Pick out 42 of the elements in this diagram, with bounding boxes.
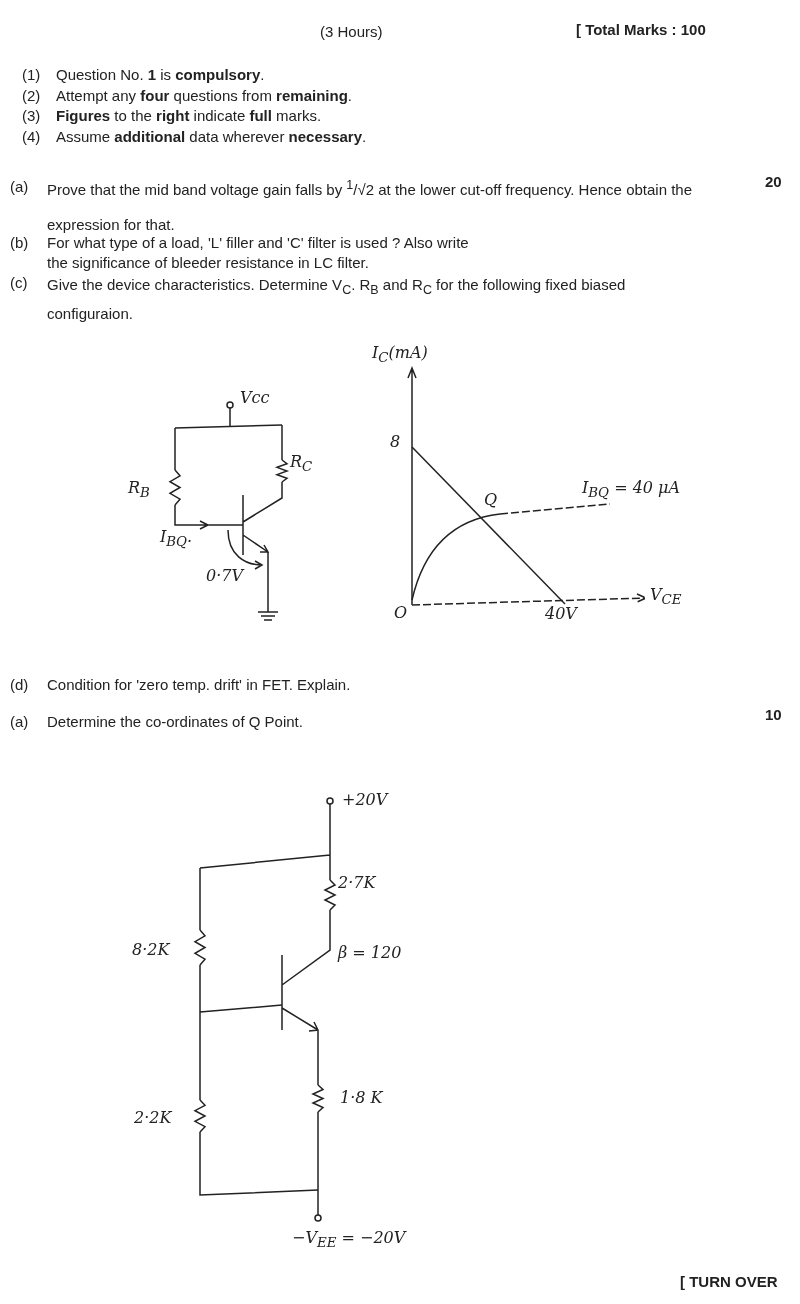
axis-label: V$_{CE}$ [650,585,682,610]
instruction-text: Assume additional data wherever necessary. [56,127,367,147]
voltage-label: Vcc [240,388,270,408]
instruction-text: Figures to the right indicate full marks. [56,106,322,126]
marks-value: 20 [765,172,782,192]
instruction-number: (3) [22,106,41,126]
instruction-text: Question No. 1 is compulsory. [56,65,265,85]
instruction-number: (1) [22,65,41,85]
footer-text: [ TURN OVER [680,1272,778,1292]
voltage-label: −V$_{EE}$ = −20V [292,1228,406,1253]
resistor-label: 2·7K [338,873,376,893]
resistor-label: R$_{C}$ [290,452,313,477]
header-text: (3 Hours) [320,22,383,42]
question-label: (d) [10,675,29,695]
marks-value: 10 [765,705,782,725]
axis-label: I$_{C}$(mA) [372,343,428,368]
question-text: Condition for 'zero temp. drift' in FET. Explain. [47,675,351,695]
tick-label: 40V [545,604,577,624]
question-text: For what type of a load, 'L' filler and 'C' filter is used ? Also write the significance of bleeder resistance in LC filter. [47,233,470,273]
resistor-label: 8·2K [132,940,170,960]
resistor-label: R$_{B}$ [128,478,150,503]
tick-label: 8 [390,432,401,452]
resistor-label: 2·2K [134,1108,172,1128]
current-label: I$_{BQ}$ = 40 μA [582,478,681,503]
gain-label: β = 120 [338,943,402,963]
question-label: (b) [10,233,29,253]
current-label: I$_{BQ}$. [160,527,193,552]
voltage-label: +20V [342,790,388,810]
instruction-text: Attempt any four questions from remaining. [56,86,352,106]
voltage-label: 0·7V [206,566,243,586]
resistor-label: 1·8 K [340,1088,383,1108]
question-label: (a) [10,712,29,732]
question-text: Determine the co-ordinates of Q Point. [47,712,303,732]
instruction-number: (4) [22,127,41,147]
point-label: Q [484,490,498,510]
origin-label: O [394,603,408,623]
instruction-number: (2) [22,86,41,106]
question-text: Give the device characteristics. Determine V$_{C}$. R$_{B}$ and R$_{C}$ for the following fixed biased configuraion. [47,275,627,324]
question-label: (a) [10,177,29,197]
question-label: (c) [10,273,28,293]
question-text: Prove that the mid band voltage gain falls by $^{1}$/√2 at the lower cut-off frequency. Hence obtain the expression for that. [47,177,694,235]
total-marks-text: [ Total Marks : 100 [576,20,706,40]
